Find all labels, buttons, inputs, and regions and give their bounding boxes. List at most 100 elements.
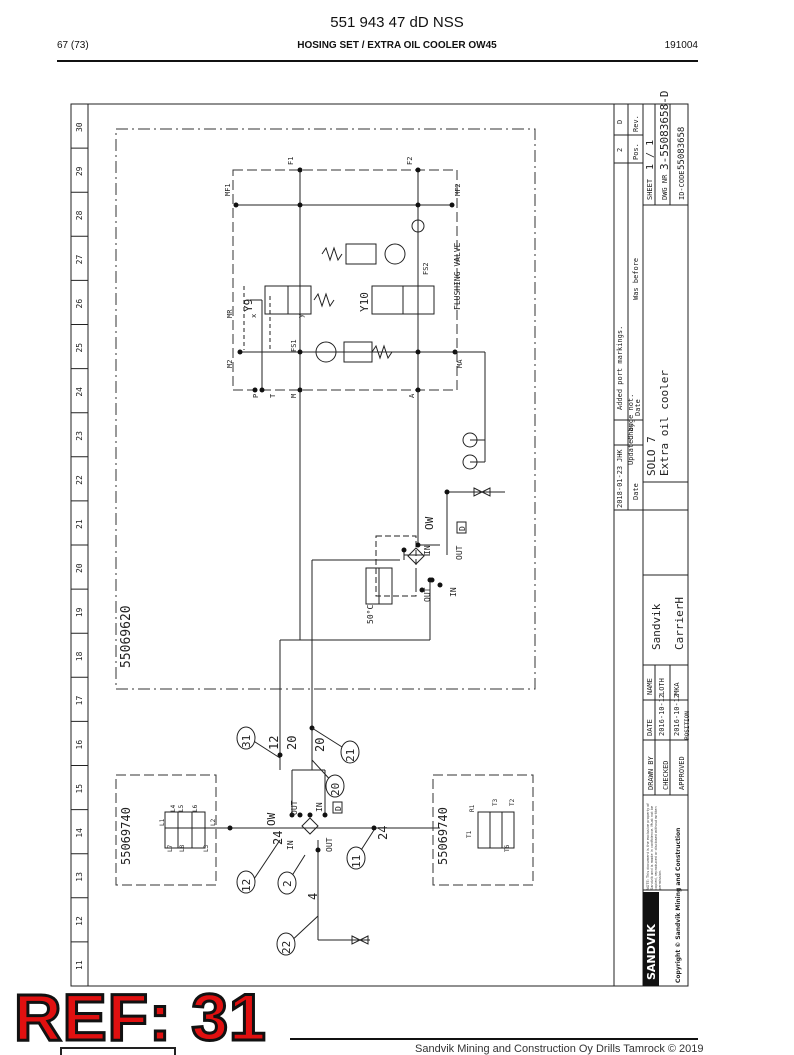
svg-text:ID-CODE: ID-CODE bbox=[678, 170, 686, 200]
svg-text:2018-01-23: 2018-01-23 bbox=[616, 466, 624, 508]
valve-labels: Y9 Y10 bbox=[242, 292, 371, 312]
title-block-main: SOLO 7 Extra oil cooler Sandvik CarrierH bbox=[645, 370, 686, 650]
svg-text:T6: T6 bbox=[504, 844, 511, 852]
svg-text:20: 20 bbox=[285, 736, 299, 750]
item-balloons bbox=[236, 726, 375, 956]
manifold-port-labels: L1 L2 L3 L4 L5 L6 L7 L8 R1 T1 T2 T3 T6 bbox=[159, 798, 516, 852]
hose-junctions bbox=[227, 489, 450, 853]
main-assembly-boundary bbox=[115, 128, 536, 690]
svg-text:R1: R1 bbox=[469, 804, 476, 812]
svg-text:L6: L6 bbox=[192, 804, 199, 812]
svg-text:D: D bbox=[458, 526, 467, 531]
svg-text:20: 20 bbox=[313, 738, 327, 752]
svg-text:D: D bbox=[334, 806, 343, 811]
svg-text:MA: MA bbox=[456, 359, 464, 368]
copyright-text: Copyright © Sandvik Mining and Construct… bbox=[675, 828, 682, 983]
svg-text:M: M bbox=[290, 394, 298, 398]
svg-text:DRAWN BY: DRAWN BY bbox=[647, 755, 655, 790]
svg-text:Y10: Y10 bbox=[358, 292, 371, 312]
document-number: 191004 bbox=[664, 40, 698, 51]
svg-text:MKA: MKA bbox=[673, 682, 681, 695]
grid-column-label: 15 bbox=[75, 784, 84, 794]
svg-text:P: P bbox=[252, 394, 260, 398]
grid-column-label: 14 bbox=[75, 828, 84, 838]
svg-text:CHECKED: CHECKED bbox=[662, 760, 670, 790]
svg-text:22: 22 bbox=[280, 941, 293, 954]
grid-column-label: 18 bbox=[75, 651, 84, 661]
svg-text:Date: Date bbox=[634, 399, 642, 416]
svg-text:Date: Date bbox=[632, 483, 640, 500]
svg-text:OUT: OUT bbox=[290, 800, 299, 815]
svg-text:Sandvik: Sandvik bbox=[650, 603, 663, 650]
svg-text:F2: F2 bbox=[406, 157, 414, 165]
balloon-numbers: 31 21 20 12 2 11 22 bbox=[240, 735, 363, 954]
svg-text:2: 2 bbox=[281, 880, 294, 887]
right-sub-assembly-number: 55069740 bbox=[436, 807, 450, 865]
drawing-frame bbox=[70, 103, 689, 987]
svg-text:T1: T1 bbox=[466, 830, 473, 838]
svg-text:IN: IN bbox=[449, 587, 458, 597]
svg-text:CarrierH: CarrierH bbox=[673, 597, 686, 650]
svg-text:Was before: Was before bbox=[632, 258, 640, 300]
svg-text:OUT: OUT bbox=[423, 587, 432, 602]
sandvik-logo: SANDVIK bbox=[645, 924, 658, 980]
svg-text:12: 12 bbox=[267, 736, 281, 750]
flow-switch-labels: FS1 FS2 bbox=[290, 262, 430, 352]
svg-text:y: y bbox=[297, 314, 305, 318]
svg-text:L1: L1 bbox=[159, 818, 166, 826]
svg-text:31: 31 bbox=[240, 735, 253, 748]
svg-text:A: A bbox=[408, 393, 416, 398]
grid-column-label: 13 bbox=[75, 872, 84, 882]
flushing-valve-label: FLUSHING VALVE bbox=[453, 242, 462, 310]
svg-text:FS1: FS1 bbox=[290, 339, 298, 352]
page-title: 551 943 47 dD NSS bbox=[330, 14, 464, 31]
reference-stamp-box bbox=[60, 1047, 176, 1055]
grid-column-label: 16 bbox=[75, 740, 84, 750]
cooler-right: OW IN OUT OUT IN D 50°C bbox=[366, 516, 467, 624]
svg-text:2016-10-12: 2016-10-12 bbox=[658, 694, 666, 736]
grid-column-label: 21 bbox=[75, 519, 84, 529]
svg-text:SHEET: SHEET bbox=[646, 178, 654, 200]
svg-text:20: 20 bbox=[329, 783, 342, 796]
title-block-text: 2018-01-23 JHK Added port markings. Was … bbox=[616, 115, 691, 790]
left-sub-assembly-number: 55069740 bbox=[119, 807, 133, 865]
svg-text:T3: T3 bbox=[492, 798, 499, 806]
svg-text:M2: M2 bbox=[226, 360, 234, 368]
svg-text:SOLO 7: SOLO 7 bbox=[645, 436, 658, 476]
svg-text:Added port markings.: Added port markings. bbox=[616, 326, 624, 410]
svg-text:OW: OW bbox=[265, 812, 278, 826]
grid-column-label: 11 bbox=[75, 960, 84, 970]
svg-text:L3: L3 bbox=[203, 844, 210, 852]
grid-column-label: 29 bbox=[75, 166, 84, 176]
svg-text:L4: L4 bbox=[170, 804, 177, 812]
hose-lines bbox=[230, 351, 505, 945]
document-title: HOSING SET / EXTRA OIL COOLER OW45 bbox=[297, 40, 497, 51]
svg-text:24: 24 bbox=[271, 831, 285, 845]
svg-text:x: x bbox=[250, 314, 258, 318]
svg-text:OUT: OUT bbox=[325, 837, 334, 852]
grid-column-label: 26 bbox=[75, 299, 84, 309]
valve-block-boundary bbox=[232, 169, 458, 391]
svg-text:Pos.: Pos. bbox=[632, 143, 640, 160]
svg-text:Updated by: Updated by bbox=[627, 423, 635, 465]
grid-column-label: 23 bbox=[75, 431, 84, 441]
svg-text:MF1: MF1 bbox=[224, 183, 232, 196]
page-number: 67 (73) bbox=[57, 40, 89, 51]
svg-text:DATE: DATE bbox=[646, 719, 654, 736]
svg-text:12: 12 bbox=[240, 879, 253, 892]
svg-text:4: 4 bbox=[306, 893, 320, 900]
svg-text:POSITION: POSITION bbox=[684, 711, 691, 740]
svg-text:11: 11 bbox=[350, 855, 363, 868]
svg-text:DWG NR: DWG NR bbox=[661, 174, 669, 200]
valve-port-labels: P T M A M2 MA MR F1 F2 MF1 MF2 x y bbox=[224, 157, 464, 398]
svg-text:Extra oil cooler: Extra oil cooler bbox=[658, 370, 671, 476]
header-rule bbox=[57, 60, 698, 62]
grid-column-label: 12 bbox=[75, 916, 84, 926]
drawing-number: 3-55083658-D bbox=[658, 91, 671, 170]
svg-text:IN: IN bbox=[286, 840, 295, 850]
svg-text:MR: MR bbox=[226, 309, 234, 318]
svg-text:APPROVED: APPROVED bbox=[678, 756, 686, 790]
svg-text:IN: IN bbox=[315, 802, 324, 812]
